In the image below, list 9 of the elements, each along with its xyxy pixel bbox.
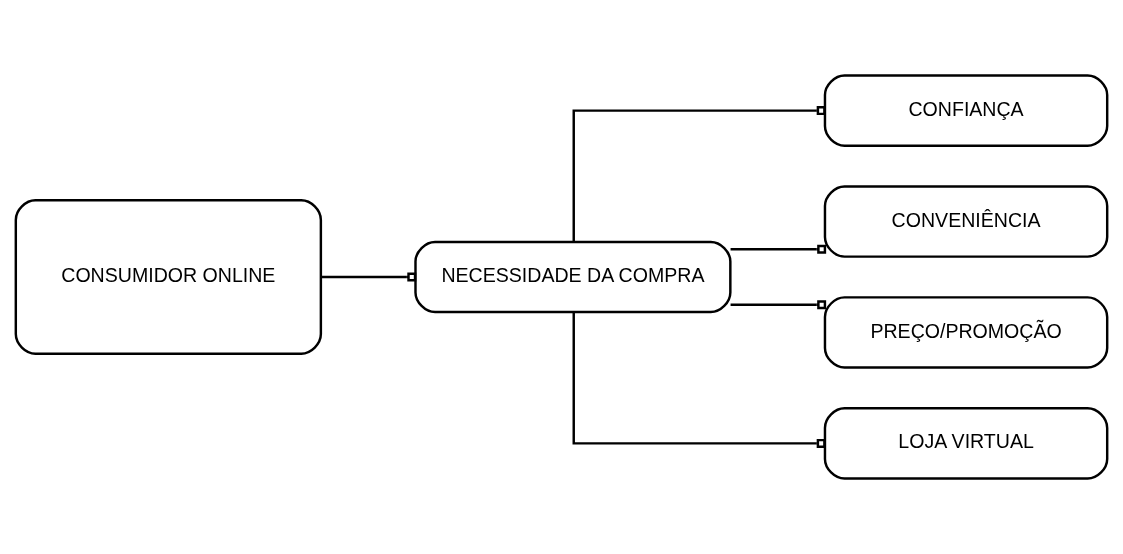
- node-box: CONFIANÇA: [823, 74, 1109, 147]
- connector: [572, 106, 826, 242]
- connector: [572, 312, 826, 448]
- connector: [321, 272, 417, 282]
- node-box: LOJA VIRTUAL: [823, 407, 1109, 480]
- node-box: CONVENIÊNCIA: [823, 185, 1109, 258]
- node-box: PREÇO/PROMOÇÃO: [823, 296, 1109, 369]
- node-box: CONSUMIDOR ONLINE: [14, 199, 323, 355]
- node-box: NECESSIDADE DA COMPRA: [414, 240, 732, 314]
